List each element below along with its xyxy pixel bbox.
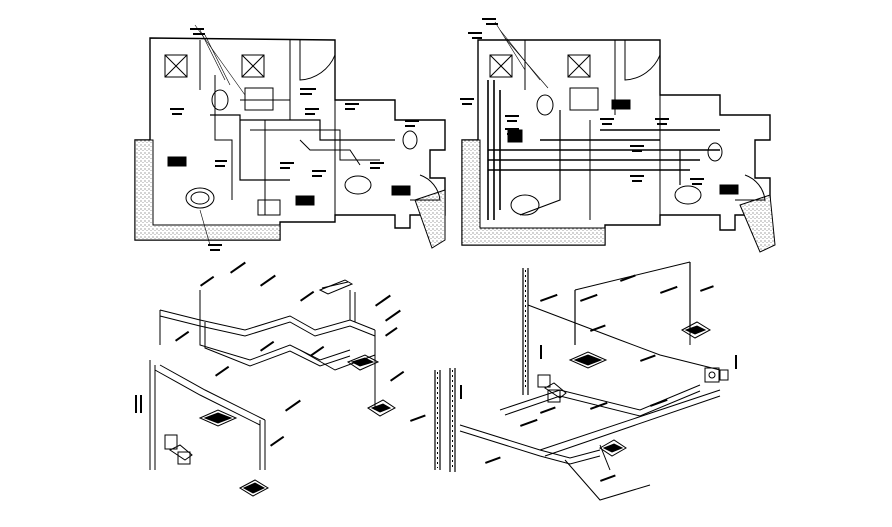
wc-bowl — [402, 130, 418, 150]
pipe-run-double — [459, 384, 721, 465]
pipe-run — [519, 110, 561, 216]
sink-fixture — [599, 439, 627, 457]
leader-lines — [194, 24, 246, 246]
riser-marks — [437, 270, 526, 470]
pipe-run — [527, 304, 721, 371]
shaft-box — [489, 54, 513, 78]
room-tag — [295, 195, 315, 206]
pipe-run — [564, 459, 651, 501]
pipe-run — [250, 129, 380, 161]
wc-fixture — [537, 374, 567, 403]
room-tag — [611, 99, 631, 110]
door-swing — [735, 174, 766, 201]
shaft-box — [567, 54, 591, 78]
wc-bowl — [211, 89, 229, 111]
pipe-bundle — [487, 80, 720, 220]
pipe-run — [159, 364, 266, 421]
pipe-risers — [149, 290, 376, 470]
floor-drain-fixture — [198, 409, 238, 427]
washbasin — [344, 175, 372, 195]
note-marks — [460, 18, 704, 185]
meter-box — [318, 279, 354, 295]
door-swing — [299, 40, 336, 81]
note-marks — [135, 261, 405, 447]
hatched-slab — [134, 139, 281, 241]
pipe-risers — [434, 262, 691, 472]
sink-fixture — [346, 354, 380, 371]
washbasin — [190, 191, 210, 205]
door-swing — [624, 40, 661, 81]
pipe-run — [299, 139, 361, 166]
pipe-run — [214, 75, 233, 200]
floor-plan-right — [460, 18, 776, 253]
room-tag — [507, 129, 523, 143]
room-tag — [391, 185, 411, 196]
isometric-right — [410, 261, 737, 501]
pipe-run — [210, 114, 290, 181]
floor-drain-fixture — [568, 351, 608, 369]
shaft-box — [164, 54, 188, 78]
floor-plan-left — [134, 24, 446, 251]
pipe-run-double — [159, 309, 376, 367]
door-swing — [410, 174, 441, 201]
washbasin — [510, 194, 540, 216]
wc-bowl — [707, 142, 723, 162]
washbasin — [674, 185, 702, 205]
sink-counter — [244, 87, 274, 111]
leader-lines — [494, 21, 549, 89]
note-marks — [410, 274, 737, 482]
washbasin-fixture — [238, 479, 270, 497]
wc-bowl — [536, 94, 554, 116]
room-tag — [719, 184, 739, 195]
note-marks — [170, 28, 419, 251]
washbasin — [185, 187, 215, 209]
isometric-left — [135, 261, 405, 497]
room-tag — [167, 156, 187, 167]
sink-counter — [569, 87, 599, 111]
wc-fixture — [164, 434, 193, 465]
hatched-corner — [414, 189, 446, 249]
sink-fixture — [680, 321, 712, 339]
sink-fixture — [367, 399, 396, 417]
bath-fixture — [257, 199, 281, 216]
hatched-corner — [739, 194, 776, 253]
hatched-slab — [461, 139, 606, 246]
washbasin-fixture — [704, 367, 729, 383]
pipe-run — [154, 369, 261, 426]
shaft-box — [241, 54, 265, 78]
